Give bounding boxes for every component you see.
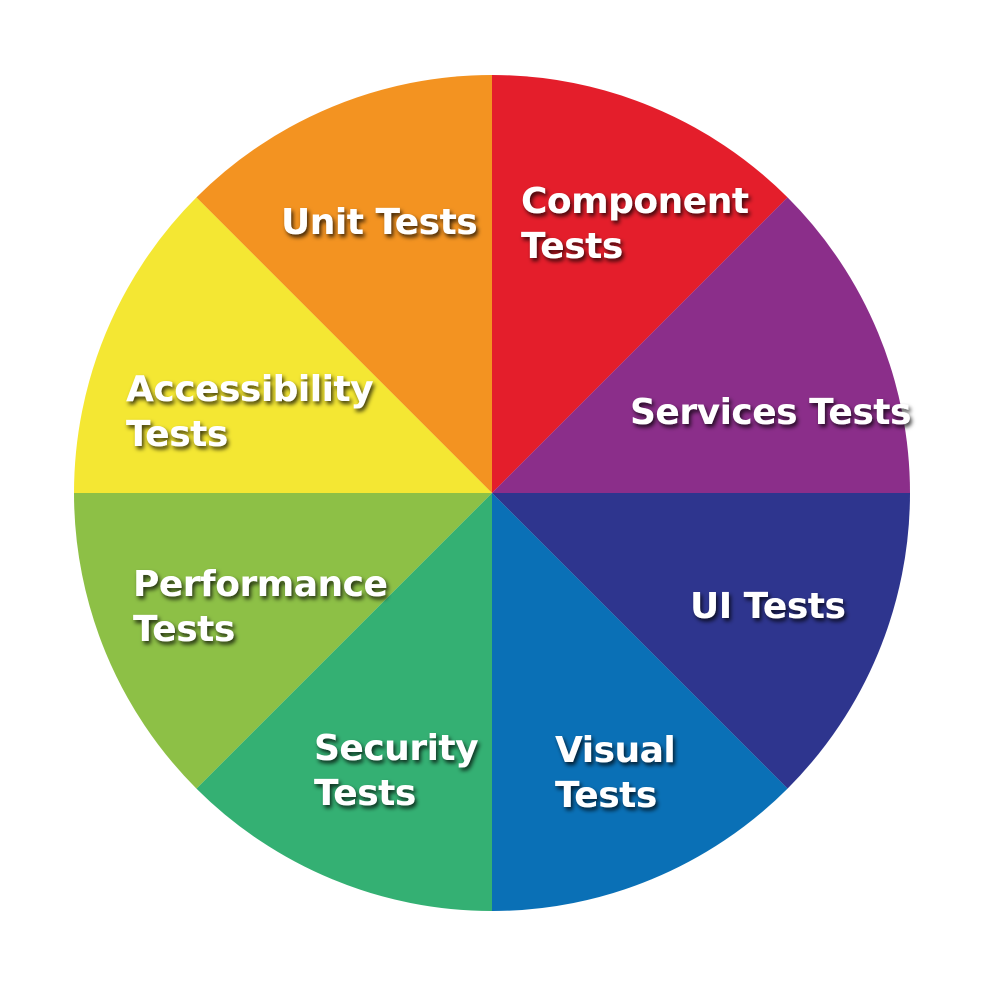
pie-slice [73,493,493,789]
slice-label-line: Services Tests [630,392,911,433]
slice-label-line: UI Tests [690,586,845,627]
slice-label-line: Component [521,181,749,222]
pie-slice [74,197,492,493]
pie-slice [492,197,910,493]
slices-layer [73,75,910,911]
pie-slice [492,493,910,789]
pie-slice [196,75,492,493]
slice-label-line: Accessibility [126,369,373,410]
slice-label-line: Tests [126,414,228,455]
slice-label-line: Tests [521,226,623,267]
pie-slice [492,493,788,911]
slice-label-line: Unit Tests [281,202,477,243]
slice-label-line: Tests [555,775,657,816]
slice-label-line: Security [314,728,478,769]
slice-label: Services Tests [630,392,911,433]
slice-label-line: Tests [314,773,416,814]
slice-label-line: Visual [555,730,675,771]
slice-label-line: Performance [133,564,387,605]
slice-label: UI Tests [690,586,845,627]
slice-label: Unit Tests [281,202,477,243]
slice-label-line: Tests [133,609,235,650]
pie-slice [492,75,788,493]
pie-slice [196,493,492,911]
